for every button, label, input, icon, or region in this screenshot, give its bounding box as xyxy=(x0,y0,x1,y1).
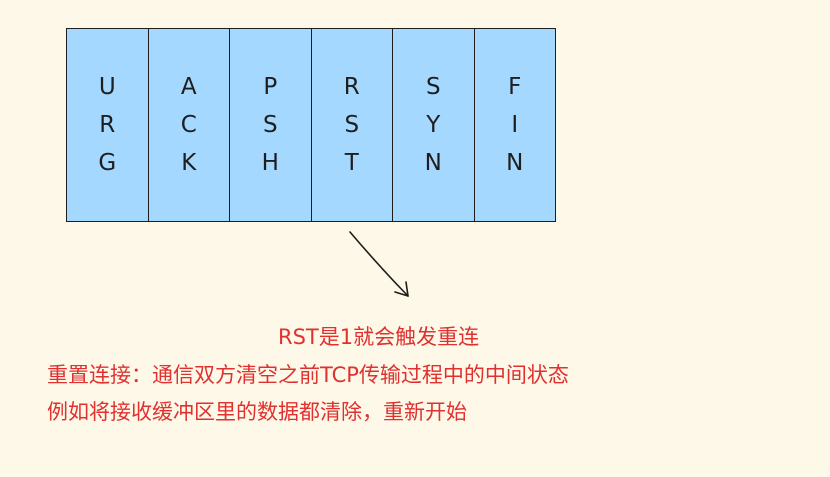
flag-letter: R xyxy=(343,74,360,100)
rst-note-title: RST是1就会触发重连 xyxy=(278,325,480,349)
flag-letter: N xyxy=(424,150,442,176)
flag-letter: H xyxy=(261,150,279,176)
arrow-icon xyxy=(349,231,409,297)
flag-cell-syn: S Y N xyxy=(393,29,475,221)
flag-letter: F xyxy=(508,74,522,100)
flag-cell-psh: P S H xyxy=(230,29,312,221)
flag-cell-urg: U R G xyxy=(67,29,149,221)
flag-cell-ack: A C K xyxy=(148,29,230,221)
flag-letter: K xyxy=(181,150,197,176)
rst-note-line-1: 重置连接：通信双方清空之前TCP传输过程中的中间状态 xyxy=(47,363,569,387)
flag-letter: U xyxy=(98,74,116,100)
flag-letter: P xyxy=(263,74,278,100)
flag-letter: S xyxy=(262,112,278,138)
flag-letter: Y xyxy=(426,112,441,138)
flag-letter: A xyxy=(180,74,197,100)
flag-cell-rst: R S T xyxy=(311,29,393,221)
flag-letter: G xyxy=(98,150,117,176)
flag-letter: T xyxy=(344,150,359,176)
tcp-flags-box: U R G A C K P S H R S T S Y N F I N xyxy=(66,28,556,222)
rst-note-line-2: 例如将接收缓冲区里的数据都清除，重新开始 xyxy=(47,400,467,424)
flag-letter: R xyxy=(99,112,116,138)
flag-letter: S xyxy=(425,74,441,100)
flag-cell-fin: F I N xyxy=(474,29,555,221)
flag-letter: I xyxy=(511,112,519,138)
flag-letter: N xyxy=(506,150,524,176)
flag-letter: S xyxy=(344,112,360,138)
flag-letter: C xyxy=(180,112,197,138)
